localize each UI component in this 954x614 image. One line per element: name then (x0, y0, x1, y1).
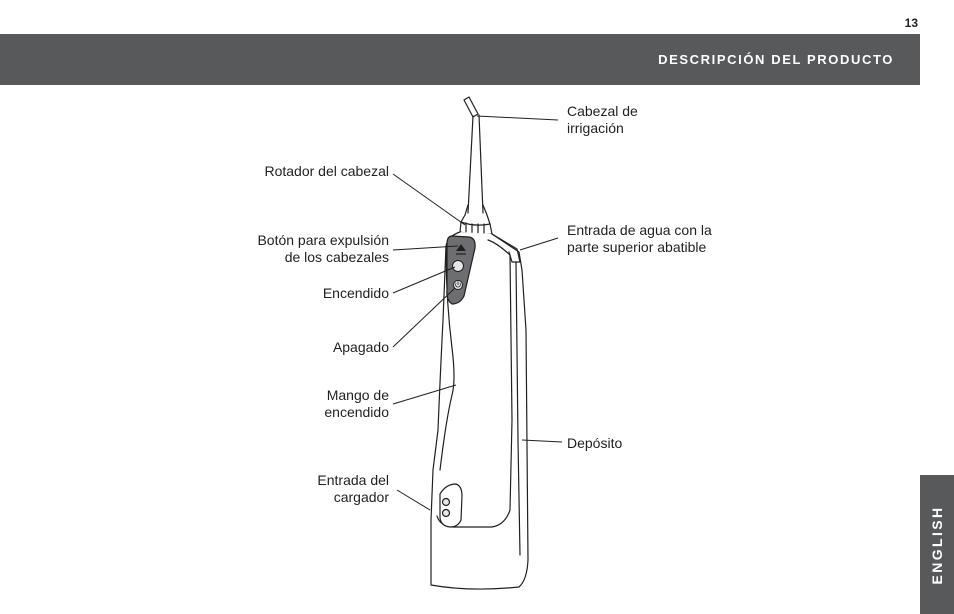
callout-eject-button: Botón para expulsión de los cabezales (189, 232, 389, 266)
callout-eject-button-line-2: de los cabezales (284, 249, 389, 265)
callout-power-on-line-1: Encendido (322, 285, 389, 301)
leader-nozzle (476, 115, 559, 121)
callout-power-on: Encendido (189, 285, 389, 302)
leader-charger-inlet (396, 489, 431, 511)
power-symbol-icon[interactable] (453, 280, 463, 290)
reservoir-cap (491, 233, 521, 263)
leader-head-rotator (392, 173, 466, 226)
callout-power-off-line-1: Apagado (332, 339, 389, 355)
nozzle-tip (463, 96, 479, 118)
section-title: DESCRIPCIÓN DEL PRODUCTO (658, 52, 894, 67)
leader-eject-button (392, 245, 459, 251)
leader-reservoir (521, 439, 563, 443)
callout-reservoir: Depósito (567, 435, 622, 452)
leader-handle (392, 384, 457, 405)
language-tab[interactable]: ENGLISH (920, 475, 954, 614)
callout-handle-line-1: Mango de (326, 387, 389, 403)
leader-power-on (392, 266, 456, 294)
leader-water-inlet (519, 237, 559, 251)
callout-power-off: Apagado (189, 339, 389, 356)
page-number: 13 (904, 16, 918, 30)
callout-water-inlet-line-2: parte superior abatible (567, 239, 707, 255)
callout-charger-inlet-line-2: cargador (333, 489, 389, 505)
callout-water-inlet-line-1: Entrada de agua con la (567, 222, 712, 238)
circle-button-icon[interactable] (452, 260, 464, 272)
callout-nozzle-line-2: irrigación (567, 120, 624, 136)
callout-nozzle: Cabezal de irrigación (567, 103, 638, 137)
callout-water-inlet: Entrada de agua con la parte superior ab… (567, 222, 712, 256)
callout-handle-line-2: encendido (324, 404, 389, 420)
callout-eject-button-line-1: Botón para expulsión (257, 232, 389, 248)
nozzle-shaft (467, 114, 484, 214)
callout-charger-inlet: Entrada del cargador (189, 472, 389, 506)
nozzle-base (460, 204, 491, 225)
callout-reservoir-line-1: Depósito (567, 435, 623, 451)
eject-triangle-icon[interactable] (456, 244, 466, 255)
handle-inner (436, 239, 513, 528)
callout-handle: Mango de encendido (189, 387, 389, 421)
reservoir-seam (515, 261, 521, 556)
unit-body (430, 231, 529, 590)
callout-nozzle-line-1: Cabezal de (567, 103, 638, 119)
callout-head-rotator-line-1: Rotador del cabezal (264, 163, 389, 179)
callout-head-rotator: Rotador del cabezal (189, 163, 389, 180)
header-band: DESCRIPCIÓN DEL PRODUCTO (0, 34, 920, 85)
leader-power-off (392, 287, 456, 348)
charger-port-icon (439, 483, 463, 528)
callout-charger-inlet-line-1: Entrada del (317, 472, 389, 488)
